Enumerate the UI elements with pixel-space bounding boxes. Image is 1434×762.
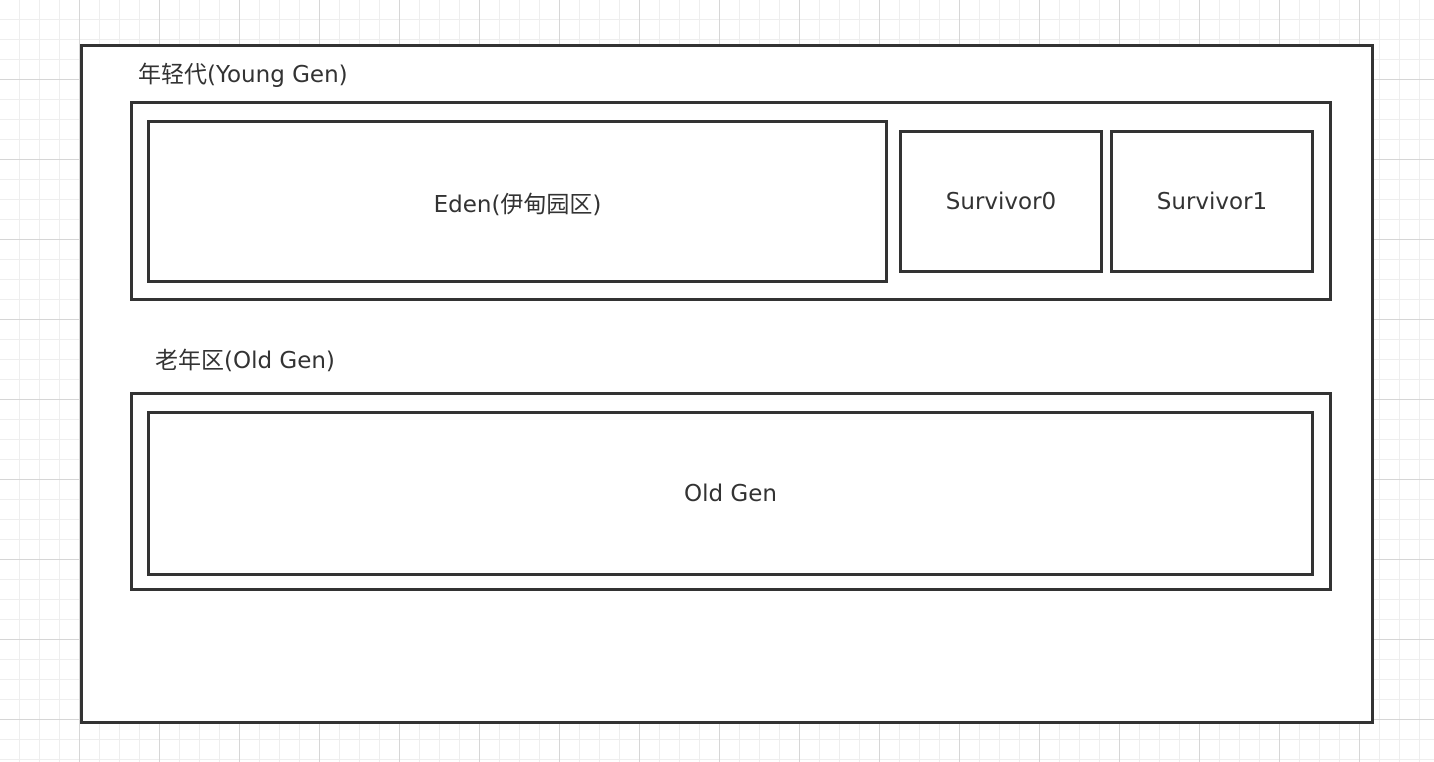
survivor0-label: Survivor0 (945, 188, 1057, 215)
old-gen-box: Old Gen (147, 411, 1314, 576)
old-gen-label: Old Gen (684, 480, 777, 507)
survivor1-box: Survivor1 (1110, 130, 1314, 273)
eden-label: Eden(伊甸园区) (433, 191, 602, 218)
eden-box: Eden(伊甸园区) (147, 120, 888, 283)
survivor0-box: Survivor0 (899, 130, 1103, 273)
old-gen-title: 老年区(Old Gen) (155, 348, 335, 374)
survivor1-label: Survivor1 (1156, 188, 1268, 215)
young-gen-title: 年轻代(Young Gen) (138, 62, 348, 88)
